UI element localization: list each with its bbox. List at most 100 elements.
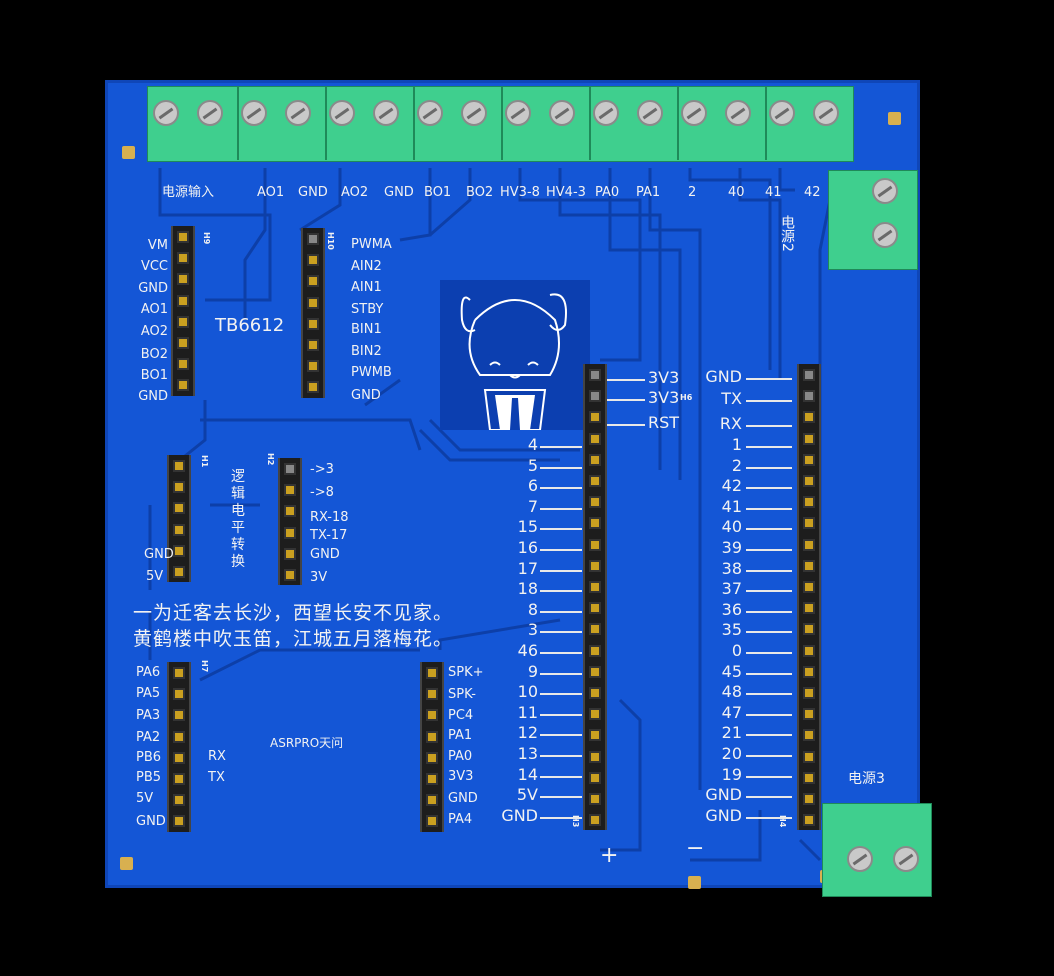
header-pin[interactable] [428,669,436,677]
header-pin[interactable] [309,319,317,328]
header-pin[interactable] [805,498,813,507]
header-pin[interactable] [309,277,317,286]
header-pin[interactable] [591,667,599,676]
header-pin[interactable] [309,298,317,307]
header-pin[interactable] [286,571,294,579]
screw-icon[interactable] [153,100,179,126]
header-pin[interactable] [591,413,599,422]
header-pin[interactable] [591,752,599,761]
header-pin[interactable] [591,731,599,740]
header-pin[interactable] [805,604,813,613]
header-pin[interactable] [805,710,813,719]
header-pin[interactable] [175,690,183,699]
header-pin[interactable] [805,413,813,422]
header-pin[interactable] [286,549,294,558]
header-pin[interactable] [175,711,183,720]
header-pin[interactable] [179,339,187,347]
header-pin[interactable] [805,561,813,570]
header-pin[interactable] [805,434,813,443]
screw-icon[interactable] [872,222,898,248]
header-pin[interactable] [175,796,183,805]
header-pin[interactable] [175,669,183,677]
header-pin[interactable] [175,462,183,470]
header-pin[interactable] [591,434,599,443]
header-pin[interactable] [428,753,436,762]
header-pin[interactable] [286,528,294,537]
screw-icon[interactable] [872,178,898,204]
header-pin[interactable] [805,519,813,528]
header-pin[interactable] [591,477,599,485]
header-pin[interactable] [428,817,436,826]
screw-icon[interactable] [725,100,751,126]
screw-icon[interactable] [461,100,487,126]
header-pin[interactable] [175,504,183,513]
screw-icon[interactable] [893,846,919,872]
header-pin[interactable] [805,795,813,803]
screw-icon[interactable] [847,846,873,872]
header-pin[interactable] [591,710,599,719]
header-pin[interactable] [591,561,599,570]
header-pin[interactable] [591,540,599,549]
header-pin[interactable] [428,711,436,720]
header-pin[interactable] [175,775,183,783]
header-pin[interactable] [175,568,183,576]
screw-icon[interactable] [329,100,355,126]
header-pin[interactable] [591,455,599,464]
header-pin[interactable] [175,817,183,826]
header-pin[interactable] [591,498,599,507]
screw-icon[interactable] [241,100,267,126]
header-pin[interactable] [591,625,599,634]
screw-icon[interactable] [593,100,619,126]
header-pin[interactable] [805,455,813,464]
header-pin[interactable] [591,773,599,782]
header-pin[interactable] [805,540,813,549]
screw-icon[interactable] [637,100,663,126]
header-pin[interactable] [805,816,813,825]
header-pin[interactable] [179,254,187,263]
header-pin[interactable] [591,689,599,697]
header-pin[interactable] [179,317,187,326]
header-pin[interactable] [591,795,599,803]
screw-icon[interactable] [505,100,531,126]
header-pin[interactable] [179,275,187,284]
header-pin[interactable] [179,360,187,369]
screw-icon[interactable] [197,100,223,126]
header-pin[interactable] [805,392,813,401]
header-pin[interactable] [591,371,599,379]
header-pin[interactable] [805,689,813,697]
header-pin[interactable] [591,816,599,825]
header-pin[interactable] [175,753,183,762]
header-pin[interactable] [805,646,813,655]
header-pin[interactable] [805,583,813,591]
screw-icon[interactable] [285,100,311,126]
header-pin[interactable] [179,296,187,305]
header-pin[interactable] [591,646,599,655]
screw-icon[interactable] [373,100,399,126]
header-pin[interactable] [309,256,317,265]
header-pin[interactable] [805,477,813,485]
header-pin[interactable] [309,341,317,349]
header-pin[interactable] [428,775,436,783]
header-pin[interactable] [805,625,813,634]
header-pin[interactable] [805,667,813,676]
header-pin[interactable] [286,486,294,495]
header-pin[interactable] [286,507,294,516]
header-pin[interactable] [175,483,183,492]
header-pin[interactable] [805,371,813,379]
screw-icon[interactable] [813,100,839,126]
header-pin[interactable] [175,732,183,741]
screw-icon[interactable] [769,100,795,126]
header-pin[interactable] [591,519,599,528]
header-pin[interactable] [805,752,813,761]
header-pin[interactable] [591,604,599,613]
header-pin[interactable] [428,732,436,741]
screw-icon[interactable] [417,100,443,126]
header-pin[interactable] [805,731,813,740]
header-pin[interactable] [309,235,317,243]
screw-icon[interactable] [549,100,575,126]
header-pin[interactable] [591,392,599,401]
header-pin[interactable] [428,796,436,805]
header-pin[interactable] [175,525,183,534]
header-pin[interactable] [179,381,187,390]
screw-icon[interactable] [681,100,707,126]
